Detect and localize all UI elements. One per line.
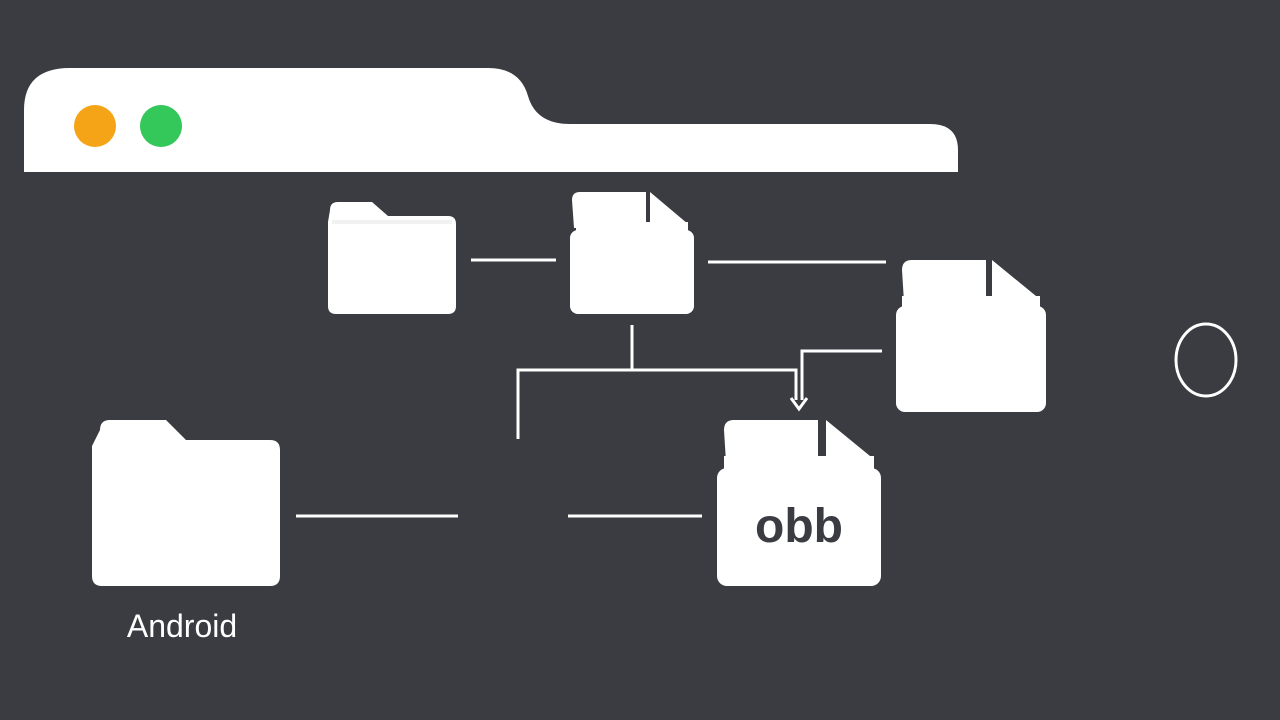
android-label: Android (127, 608, 237, 644)
arrow-head-icon (789, 397, 809, 412)
file-folder-icon[interactable] (896, 260, 1046, 412)
file-folder-icon[interactable] (570, 192, 694, 314)
window-tab-bar (24, 68, 958, 172)
obb-label: obb (755, 500, 843, 553)
branch-connector (516, 368, 798, 439)
folder-icon[interactable] (328, 202, 456, 314)
android-folder-icon[interactable] (92, 420, 280, 586)
obb-file-icon[interactable] (717, 420, 881, 586)
maximize-dot[interactable] (140, 105, 182, 147)
oval-ring-icon (1174, 322, 1238, 398)
minimize-dot[interactable] (74, 105, 116, 147)
branch-connector (800, 349, 882, 400)
